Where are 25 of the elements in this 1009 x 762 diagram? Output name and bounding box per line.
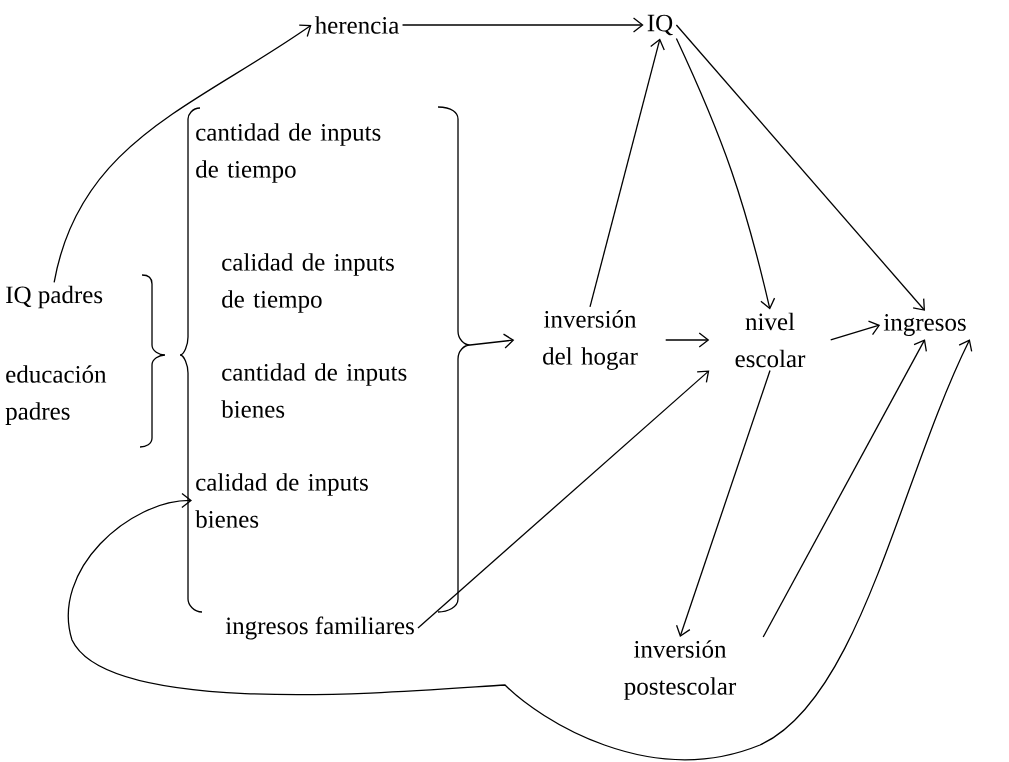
variable-label: inversión del hogar (543, 310, 638, 370)
arrow (53, 24, 312, 284)
arrow (417, 370, 710, 629)
arrow (589, 38, 665, 308)
arrow (675, 24, 925, 311)
arrow (675, 369, 771, 637)
arrow (762, 339, 927, 638)
arrow (830, 320, 881, 341)
variable-label: inversión postescolar (624, 640, 737, 700)
variable-label: calidad de inputs de tiempo (222, 253, 394, 313)
variable-label: IQ (647, 14, 673, 36)
arrow (67, 339, 973, 761)
variable-label: calidad de inputs bienes (195, 473, 368, 528)
variable-label: herencia (314, 16, 399, 34)
variable-label: ingresos (883, 314, 966, 336)
variable-label: cantidad de inputs bienes (221, 363, 407, 418)
arrow (675, 37, 776, 310)
arrow (401, 17, 644, 33)
variable-label: ingresos familiares (225, 616, 414, 640)
variable-label: nivel escolar (735, 312, 806, 368)
variable-label: educación padres (5, 365, 107, 425)
arrow (665, 332, 710, 348)
arrow (437, 106, 515, 613)
variable-label: cantidad de inputs de tiempo (196, 123, 381, 183)
variable-label: IQ padres (6, 285, 103, 309)
